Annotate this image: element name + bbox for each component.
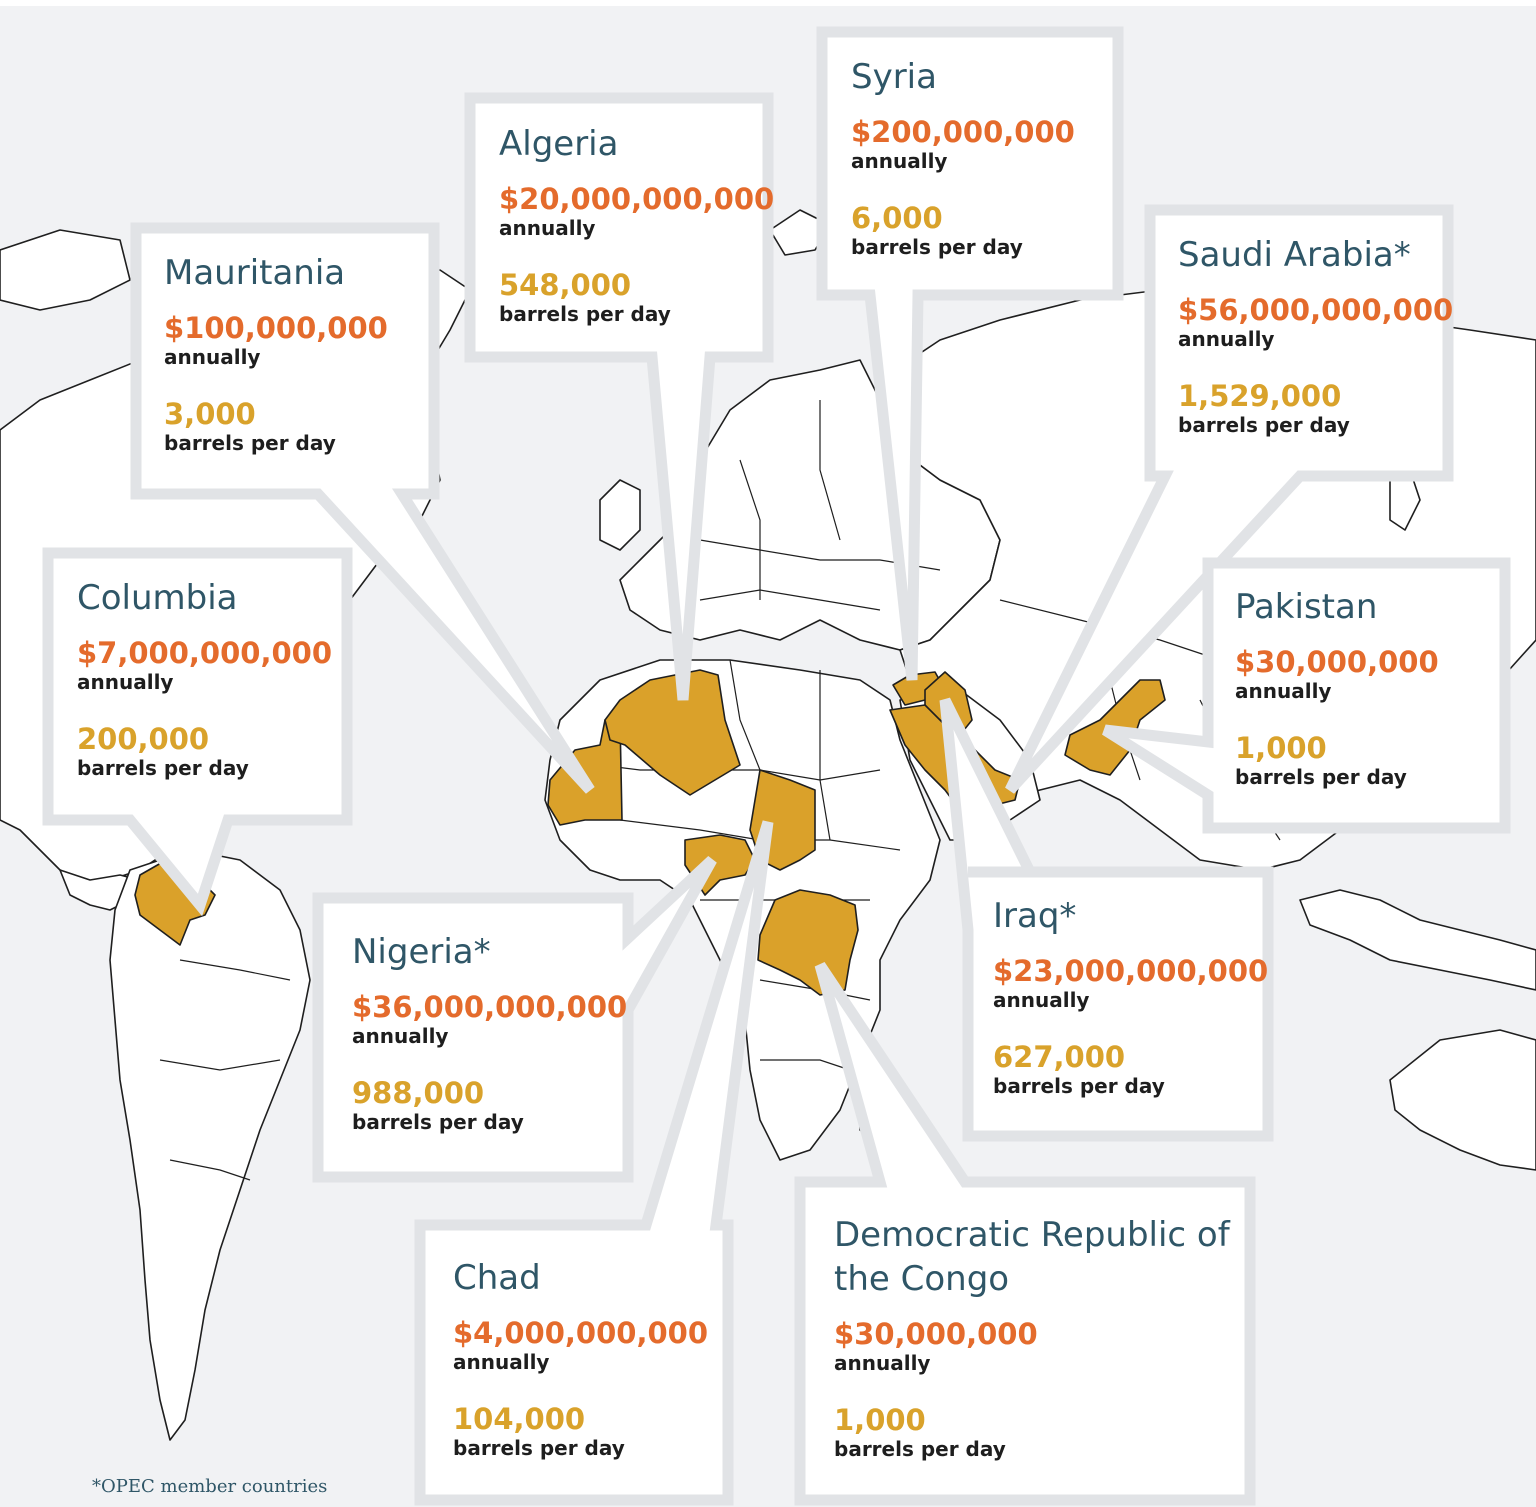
country-name: Democratic Republic of the Congo — [834, 1215, 1230, 1299]
barrels-value: 1,529,000 — [1178, 379, 1342, 413]
callout-shape-saudi — [1005, 204, 1454, 794]
callout-shape-iraq — [939, 697, 1274, 1142]
card-syria: Syria $200,000,000 annually 6,000 barrel… — [851, 55, 1111, 259]
barrels-unit-label: barrels per day — [164, 431, 336, 455]
barrels-unit-label: barrels per day — [352, 1110, 524, 1134]
barrels-value: 988,000 — [352, 1076, 485, 1110]
card-chad: Chad $4,000,000,000 annually 104,000 bar… — [453, 1256, 718, 1460]
country-name: Mauritania — [164, 253, 346, 293]
callout-layer — [42, 26, 1511, 1506]
subsidy-amount: $7,000,000,000 — [77, 636, 333, 670]
highlight-algeria — [604, 669, 741, 796]
barrels-value: 1,000 — [1235, 731, 1327, 765]
card-columbia: Columbia $7,000,000,000 annually 200,000… — [77, 576, 342, 780]
barrels-unit-label: barrels per day — [77, 756, 249, 780]
card-pakistan: Pakistan $30,000,000 annually 1,000 barr… — [1235, 585, 1500, 789]
barrels-value: 6,000 — [851, 201, 943, 235]
barrels-unit-label: barrels per day — [1178, 413, 1350, 437]
barrels-unit-label: barrels per day — [1235, 765, 1407, 789]
subsidy-unit-label: annually — [851, 149, 948, 173]
barrels-value: 627,000 — [993, 1040, 1126, 1074]
callout-shape-columbia — [42, 547, 353, 917]
subsidy-amount: $30,000,000 — [1235, 645, 1439, 679]
uk-landmass — [599, 479, 641, 551]
subsidy-amount: $30,000,000 — [834, 1317, 1038, 1351]
subsidy-unit-label: annually — [993, 988, 1090, 1012]
callout-shape-mauritania — [130, 222, 595, 794]
subsidy-unit-label: annually — [1178, 327, 1275, 351]
callout-shape-chad — [414, 820, 774, 1506]
country-name: Algeria — [499, 124, 619, 164]
callout-shape-drc — [794, 961, 1256, 1506]
country-name: Columbia — [77, 578, 238, 618]
subsidy-amount: $56,000,000,000 — [1178, 293, 1454, 327]
country-name: Nigeria* — [352, 932, 491, 972]
country-name: Syria — [851, 57, 937, 97]
barrels-unit-label: barrels per day — [499, 302, 671, 326]
subsidy-amount: $36,000,000,000 — [352, 990, 628, 1024]
footnote: *OPEC member countries — [92, 1476, 328, 1497]
callout-shape-algeria — [464, 92, 774, 701]
australia-landmass — [1389, 1029, 1536, 1171]
country-name: Pakistan — [1235, 587, 1378, 627]
barrels-unit-label: barrels per day — [851, 235, 1023, 259]
barrels-value: 1,000 — [834, 1403, 926, 1437]
country-name: Chad — [453, 1258, 541, 1298]
card-nigeria: Nigeria* $36,000,000,000 annually 988,00… — [352, 930, 628, 1134]
callout-shape-nigeria — [312, 855, 717, 1183]
barrels-value: 548,000 — [499, 268, 632, 302]
subsidy-unit-label: annually — [499, 216, 596, 240]
barrels-unit-label: barrels per day — [453, 1436, 625, 1460]
card-algeria: Algeria $20,000,000,000 annually 548,000… — [499, 122, 775, 326]
subsidy-amount: $200,000,000 — [851, 115, 1075, 149]
barrels-unit-label: barrels per day — [834, 1437, 1006, 1461]
callout-shape-pakistan — [1102, 557, 1511, 834]
barrels-value: 3,000 — [164, 397, 256, 431]
subsidy-amount: $23,000,000,000 — [993, 954, 1269, 988]
subsidy-unit-label: annually — [352, 1024, 449, 1048]
top-strip — [0, 0, 1536, 6]
card-iraq: Iraq* $23,000,000,000 annually 627,000 b… — [993, 894, 1269, 1098]
subsidy-unit-label: annually — [834, 1351, 931, 1375]
subsidy-unit-label: annually — [164, 345, 261, 369]
subsidy-amount: $20,000,000,000 — [499, 182, 775, 216]
card-mauritania: Mauritania $100,000,000 annually 3,000 b… — [164, 251, 429, 455]
barrels-unit-label: barrels per day — [993, 1074, 1165, 1098]
subsidy-unit-label: annually — [77, 670, 174, 694]
barrels-value: 200,000 — [77, 722, 210, 756]
subsidy-unit-label: annually — [453, 1350, 550, 1374]
highlight-drc — [757, 889, 859, 996]
card-drc: Democratic Republic of the Congo $30,000… — [834, 1213, 1234, 1461]
indonesia-landmass — [1299, 889, 1536, 991]
callout-shape-syria — [816, 26, 1124, 681]
south-america-landmass — [109, 849, 311, 1441]
country-name: Saudi Arabia* — [1178, 235, 1411, 275]
barrels-value: 104,000 — [453, 1402, 586, 1436]
subsidy-amount: $100,000,000 — [164, 311, 388, 345]
subsidy-amount: $4,000,000,000 — [453, 1316, 709, 1350]
card-saudi-arabia: Saudi Arabia* $56,000,000,000 annually 1… — [1178, 233, 1454, 437]
arctic-islands-landmass — [0, 229, 131, 311]
subsidy-unit-label: annually — [1235, 679, 1332, 703]
country-name: Iraq* — [993, 896, 1077, 936]
